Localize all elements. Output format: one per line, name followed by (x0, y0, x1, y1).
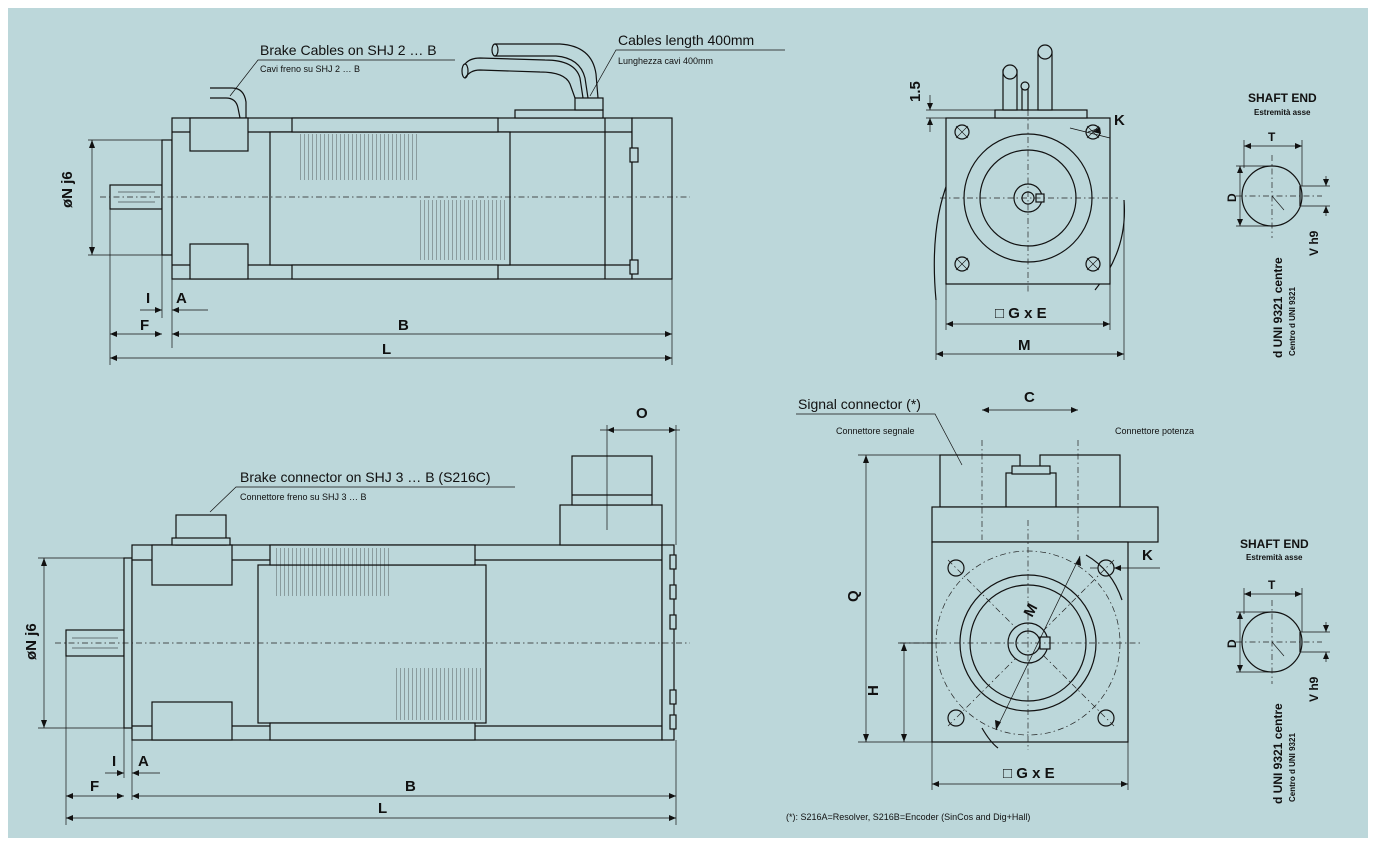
top-front-view: 1.5 K □ G x E M (907, 44, 1126, 360)
dim-K-bottom: K (1142, 547, 1153, 564)
dim-Q: Q (845, 590, 862, 602)
brake-block-upper-b (151, 544, 233, 586)
shaft-end-D-bottom: D (1225, 639, 1239, 648)
power-connector-sub: Connettore potenza (1115, 426, 1194, 436)
dim-GxE-top: □ G x E (995, 305, 1047, 322)
shaft-end-centre-top: d UNI 9321 centre (1271, 257, 1285, 358)
dim-I-top: I (146, 290, 150, 307)
shaft-bottom (65, 629, 125, 657)
shaft-end-D-top: D (1225, 193, 1239, 202)
power-connector-side (571, 455, 653, 506)
shaft-end-sub-bottom: Estremità asse (1246, 553, 1303, 562)
winding-hatch-lower (420, 200, 505, 260)
dim-I-bottom: I (112, 753, 116, 770)
dim-L-top: L (382, 341, 391, 358)
brake-block-lower-b (151, 701, 233, 741)
brake-cable-top (210, 97, 241, 119)
dim-1-5: 1.5 (907, 81, 924, 102)
shaft-end-bottom: SHAFT END Estremità asse T D V h9 d UNI … (1225, 537, 1330, 804)
dim-F-bottom: F (90, 778, 99, 795)
top-side-view: Brake Cables on SHJ 2 … B Cavi freno su … (59, 32, 785, 365)
footnote: (*): S216A=Resolver, S216B=Encoder (SinC… (786, 812, 1030, 822)
shaft-end-V-top: V h9 (1307, 230, 1321, 256)
winding-hatch-lower-b (395, 668, 483, 720)
dim-N-top: øN j6 (59, 171, 76, 208)
brake-block-upper (189, 117, 249, 152)
signal-connector-sub: Connettore segnale (836, 426, 915, 436)
dim-F-top: F (140, 317, 149, 334)
flange-top (161, 139, 173, 256)
cables-length-sub: Lunghezza cavi 400mm (618, 56, 713, 66)
rear-cap-bottom (661, 544, 675, 741)
rear-cap-top (631, 117, 673, 280)
brake-block-lower (189, 243, 249, 280)
dim-O: O (636, 405, 648, 422)
shaft-end-centre-sub-top: Centro d UNI 9321 (1288, 287, 1297, 356)
shaft-end-T-bottom: T (1268, 578, 1276, 592)
shaft-end-centre-sub-bottom: Centro d UNI 9321 (1288, 733, 1297, 802)
dim-B-top: B (398, 317, 409, 334)
signal-connector-label: Signal connector (*) (798, 396, 921, 412)
cables-length-label: Cables length 400mm (618, 32, 754, 48)
shaft-end-centre-bottom: d UNI 9321 centre (1271, 703, 1285, 804)
winding-hatch-upper-b (275, 548, 390, 596)
power-cable-b (495, 43, 599, 99)
shaft-end-sub-top: Estremità asse (1254, 108, 1311, 117)
dim-L-bottom: L (378, 800, 387, 817)
dim-C: C (1024, 389, 1035, 406)
dim-A-top: A (176, 290, 187, 307)
dim-N-bottom: øN j6 (23, 623, 40, 660)
dim-K-top: K (1114, 112, 1125, 129)
shaft-end-V-bottom: V h9 (1307, 676, 1321, 702)
shaft-end-T-top: T (1268, 130, 1276, 144)
bottom-front-view: M C Q H K □ G x E Signal connector (*) (786, 389, 1194, 822)
shaft-end-top: SHAFT END Estremità asse T D V h9 d UNI … (1225, 91, 1330, 358)
connector-housing-front (931, 506, 1159, 543)
dim-GxE-bottom: □ G x E (1003, 765, 1055, 782)
dim-M-top: M (1018, 337, 1031, 354)
shaft-end-title-top: SHAFT END (1248, 91, 1317, 105)
brake-connector-label: Brake connector on SHJ 3 … B (S216C) (240, 469, 491, 485)
bottom-side-view: Brake connector on SHJ 3 … B (S216C) Con… (23, 405, 690, 825)
winding-hatch-upper (300, 134, 420, 180)
shaft-end-title-bottom: SHAFT END (1240, 537, 1309, 551)
brake-connector-sub: Connettore freno su SHJ 3 … B (240, 492, 367, 502)
brake-cables-sub: Cavi freno su SHJ 2 … B (260, 64, 360, 74)
power-cable-a (464, 57, 584, 99)
dim-B-bottom: B (405, 778, 416, 795)
dim-A-bottom: A (138, 753, 149, 770)
brake-cables-label: Brake Cables on SHJ 2 … B (260, 42, 437, 58)
dim-H: H (865, 685, 882, 696)
connector-housing (559, 504, 663, 546)
